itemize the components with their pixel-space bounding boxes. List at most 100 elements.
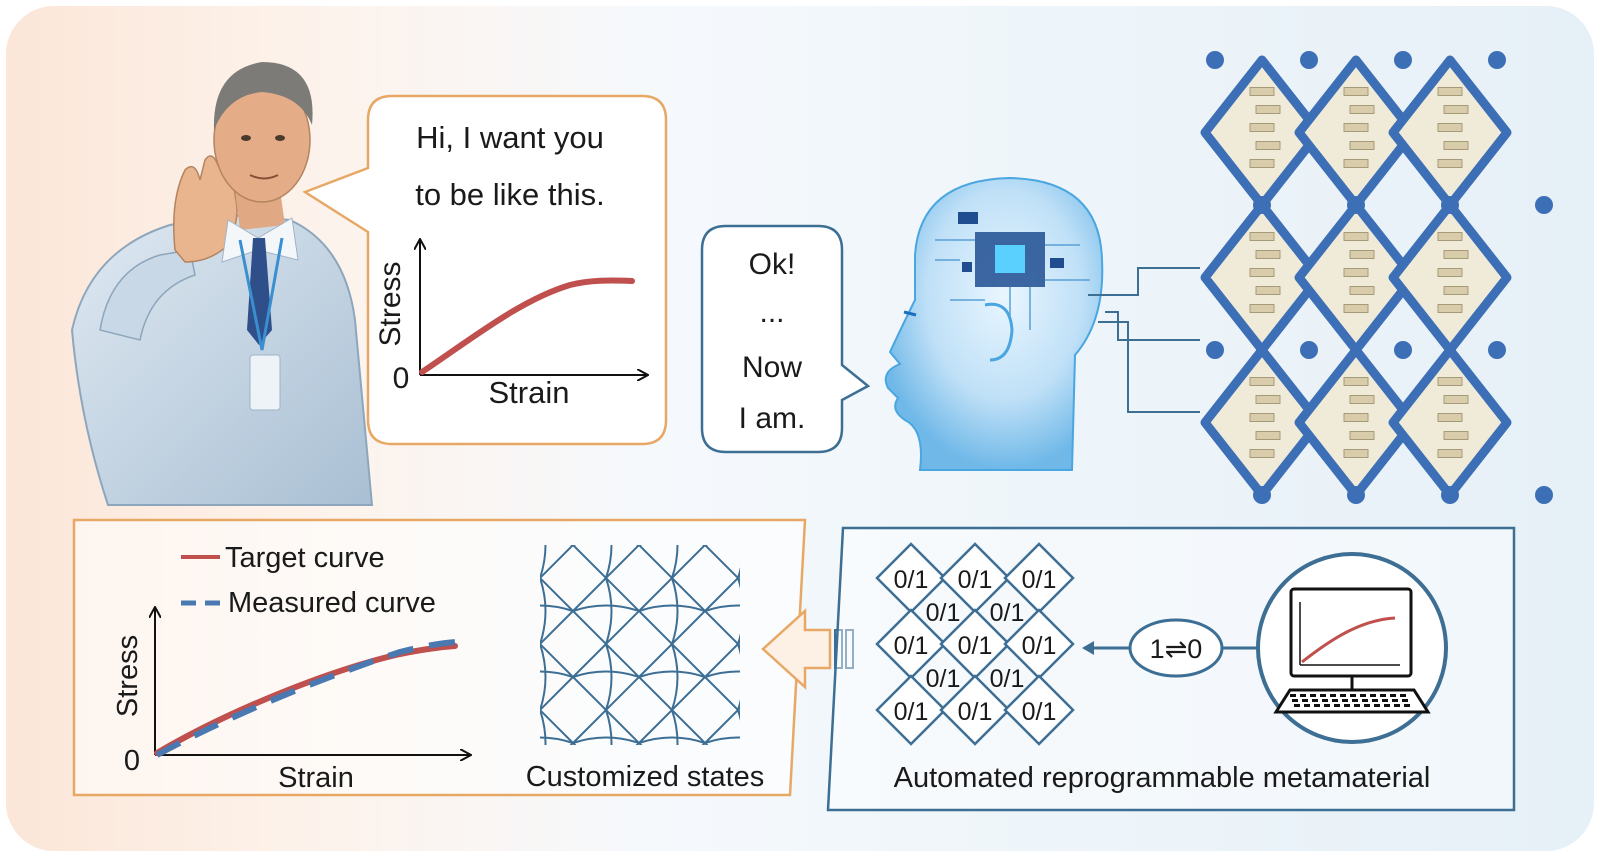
lattice2d-arc — [704, 604, 740, 612]
lattice3d-node — [1394, 341, 1412, 359]
lattice3d-fin — [1349, 286, 1375, 295]
keyboard-key — [1352, 699, 1358, 702]
keyboard-key — [1314, 704, 1320, 707]
top-chart-ylabel: Stress — [374, 261, 407, 346]
speech-human-line2: to be like this. — [415, 177, 605, 212]
lattice3d-fin — [1343, 268, 1369, 277]
lattice2d-arc — [572, 736, 640, 744]
lattice3d-fin — [1437, 304, 1463, 313]
keyboard-key — [1292, 699, 1298, 702]
computer-icon — [1273, 587, 1431, 714]
lattice3d-fin — [1443, 286, 1469, 295]
lattice2d-arc — [638, 736, 706, 744]
lattice3d-node — [1347, 196, 1365, 214]
lattice3d-fin — [1437, 87, 1463, 96]
computer-screen-curve — [1301, 616, 1396, 664]
lattice3d-fin — [1343, 449, 1369, 458]
lattice2d-arc — [572, 670, 640, 678]
lattice3d-fin — [1249, 87, 1275, 96]
lattice3d-node — [1300, 51, 1318, 69]
lattice3d-fin — [1255, 286, 1281, 295]
scientist-figure — [70, 62, 374, 506]
lattice3d-fin — [1255, 395, 1281, 404]
keyboard-key — [1392, 699, 1398, 702]
lattice3d-fin — [1343, 304, 1369, 313]
lattice2d-arc — [540, 577, 547, 645]
keyboard-key — [1370, 694, 1376, 697]
lattice3d-cell — [1388, 55, 1512, 210]
keyboard-key — [1320, 694, 1326, 697]
lattice3d-fin — [1349, 431, 1375, 440]
keyboard-key — [1290, 694, 1296, 697]
keyboard-key — [1350, 694, 1356, 697]
bottom-chart-origin: 0 — [124, 745, 140, 777]
lattice2d-arc — [737, 577, 740, 645]
lattice3d-node — [1441, 196, 1459, 214]
speech-ai-line2: ... — [759, 296, 784, 329]
keyboard-key — [1372, 699, 1378, 702]
keyboard-key — [1404, 704, 1410, 707]
keyboard-key — [1402, 699, 1408, 702]
lattice2d-arc — [671, 643, 679, 711]
keyboard-key — [1380, 694, 1386, 697]
speech-ai-line4: I am. — [739, 402, 806, 435]
keyboard-key — [1310, 694, 1316, 697]
lattice3d-node — [1206, 341, 1224, 359]
lattice3d-fin — [1437, 123, 1463, 132]
lattice3d-fin — [1343, 87, 1369, 96]
lattice3d-fin — [1255, 250, 1281, 259]
lattice2d-arc — [638, 604, 706, 612]
lattice2d-diamond — [571, 545, 641, 580]
lattice3d-fin — [1255, 431, 1281, 440]
lattice3d-fin — [1249, 449, 1275, 458]
lattice2d-diamond — [703, 708, 740, 745]
lattice3d-node — [1300, 341, 1318, 359]
lattice3d-fin — [1437, 159, 1463, 168]
binary-cell-label: 0/1 — [990, 599, 1025, 627]
lattice3d-fin — [1349, 141, 1375, 150]
lattice3d-fin — [1437, 449, 1463, 458]
keyboard-key — [1360, 694, 1366, 697]
keyboard-key — [1304, 704, 1310, 707]
keyboard-key — [1394, 704, 1400, 707]
lattice3d-fin — [1255, 105, 1281, 114]
binary-cell-label: 0/1 — [926, 665, 961, 693]
binary-diamond-cell — [875, 674, 947, 746]
lattice3d-fin — [1249, 123, 1275, 132]
keyboard-keys — [1290, 694, 1410, 707]
binary-cell-label: 0/1 — [958, 698, 993, 726]
lattice3d-node — [1347, 486, 1365, 504]
lattice3d-node — [1253, 486, 1271, 504]
lattice2d-diamond — [637, 545, 707, 580]
keyboard-key — [1332, 699, 1338, 702]
lattice2d-arc — [540, 670, 574, 678]
binary-cell-label: 0/1 — [894, 632, 929, 660]
binary-cell-label: 0/1 — [990, 665, 1025, 693]
lattice3d-fin — [1343, 232, 1369, 241]
lattice3d-node — [1394, 51, 1412, 69]
lattice3d-fin — [1349, 250, 1375, 259]
hollow-arrow-left — [761, 608, 832, 690]
keyboard-key — [1340, 694, 1346, 697]
keyboard-key — [1364, 704, 1370, 707]
speech-human-line1: Hi, I want you — [416, 120, 604, 155]
lattice2d-diamond — [703, 545, 740, 580]
lattice3d-cell — [1388, 345, 1512, 500]
lattice2d-arc — [605, 709, 613, 745]
lattice3d-node — [1441, 486, 1459, 504]
speech-ai-line3: Now — [742, 351, 802, 384]
speech-ai-line1: Ok! — [749, 248, 796, 281]
lattice3d-fin — [1443, 141, 1469, 150]
top-chart-xlabel: Strain — [489, 375, 570, 410]
lattice3d-fin — [1343, 377, 1369, 386]
lattice3d-node — [1488, 51, 1506, 69]
toggle-label: 1⇌0 — [1150, 634, 1203, 664]
lattice2d-arc — [572, 604, 640, 612]
keyboard-key — [1382, 699, 1388, 702]
lattice3d-fin — [1249, 413, 1275, 422]
keyboard-key — [1400, 694, 1406, 697]
keyboard-key — [1342, 699, 1348, 702]
binary-cell-label: 0/1 — [926, 599, 961, 627]
